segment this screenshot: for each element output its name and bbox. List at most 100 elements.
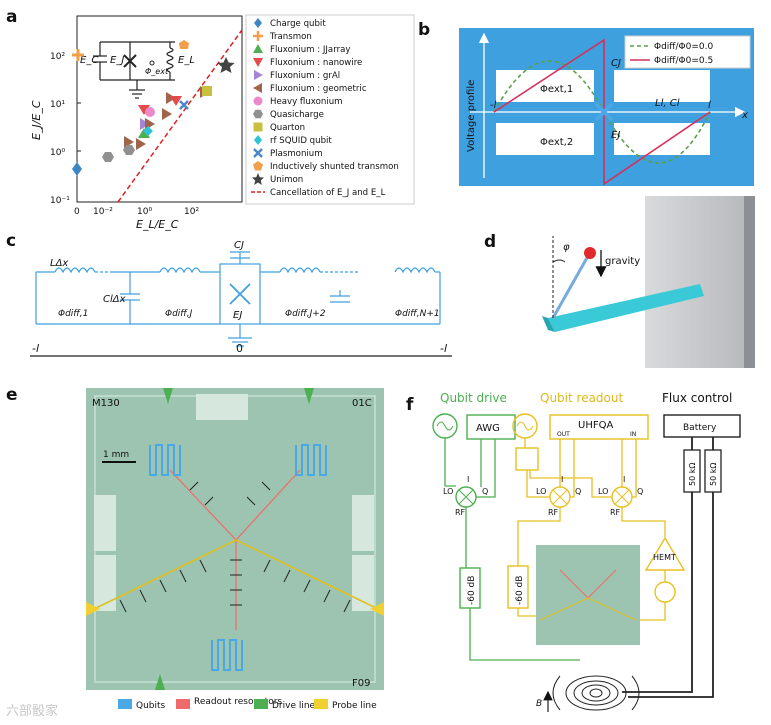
c-ldx: LΔx	[50, 258, 68, 269]
chip-pads	[94, 394, 374, 611]
flux-coil	[552, 675, 640, 711]
panel-f: f Qubit drive Qubit readout Flux control…	[406, 391, 741, 712]
c-ej: EJ	[233, 310, 242, 321]
legend-a-marker-0	[254, 18, 262, 28]
pendulum-rod	[551, 255, 590, 319]
f-in: IN	[630, 431, 636, 438]
c-cj: CJ	[234, 240, 244, 251]
inset-ej: E_J	[110, 55, 124, 66]
b-ylabel: Voltage profile	[466, 80, 477, 152]
readout-resonators	[169, 469, 301, 630]
circulator	[654, 581, 676, 603]
legend-a-frame	[245, 14, 415, 205]
b-xaxis: x	[741, 110, 748, 121]
beam-end	[542, 316, 555, 332]
ytick-1: 10⁰	[50, 148, 65, 158]
panel-b-label: b	[418, 20, 430, 40]
f-drive-rf: RF	[455, 508, 466, 517]
c-phij: Φdiff,J	[165, 309, 193, 319]
ytick-100: 10²	[50, 52, 65, 62]
b-cj: CJ	[611, 58, 621, 69]
splitter-box	[515, 447, 539, 471]
inset-flux-symbol	[149, 60, 155, 66]
qubit-2	[295, 444, 327, 476]
panel-a-label: a	[6, 7, 17, 27]
inset-circuit	[93, 41, 175, 99]
legend-e-label-drive: Drive lines	[272, 701, 320, 711]
point-unimon	[217, 57, 235, 73]
point-quarton	[202, 86, 212, 96]
panel-f-label: f	[406, 395, 414, 415]
point-fluxonium-geometric-4	[162, 108, 172, 120]
flux-wires	[622, 437, 714, 698]
plot-a-points	[72, 40, 235, 176]
f-res-2: 50 kΩ	[709, 463, 718, 486]
f-battery: Battery	[683, 423, 717, 433]
point-fluxonium-nanowire	[138, 105, 150, 115]
f-down-q: Q	[637, 487, 643, 496]
panel-b: b Voltage profile -l l x Φext,1 Φext,2 C…	[418, 20, 754, 186]
qubit-3	[211, 639, 243, 671]
y-axis-label: E_J/E_C	[30, 100, 43, 140]
plot-a-frame	[76, 15, 243, 203]
legend-a-marker-1	[253, 31, 263, 41]
b-xright: l	[708, 100, 711, 111]
legend-b-label-1: Φdiff/Φ0=0.5	[654, 56, 713, 66]
f-drive-i: I	[467, 475, 469, 484]
xtick-100: 10²	[184, 207, 199, 217]
legend-a-marker-11	[253, 161, 263, 171]
legend-a-marker-10	[253, 148, 263, 158]
cpw-left-bottom	[496, 123, 594, 155]
probe-line	[95, 539, 377, 609]
point-rf-squid	[143, 126, 153, 136]
b-phi1: Φext,1	[540, 84, 573, 95]
f-drive-q: Q	[482, 487, 488, 496]
f-out: OUT	[557, 431, 570, 438]
mixer-x-icon	[458, 489, 474, 505]
c-cdx: ClΔx	[103, 294, 126, 305]
point-fluxonium-geometric-3	[136, 138, 146, 150]
legend-a-label-3: Fluxonium : nanowire	[270, 58, 362, 68]
legend-a-marker-7	[253, 109, 263, 119]
f-down-rf: RF	[610, 508, 621, 517]
f-uhfqa: UHFQA	[578, 420, 613, 431]
f-readout-att: -60 dB	[515, 576, 525, 605]
legend-a-label-1: Transmon	[269, 32, 312, 42]
panel-c: c LΔx ClΔx CJ EJ Φdiff,	[6, 231, 452, 357]
chip-thumbnail-lines	[539, 569, 637, 621]
f-drive-att: -60 dB	[467, 576, 477, 605]
drive-lines	[155, 388, 314, 690]
drive-wire-down	[465, 507, 580, 661]
probe-ports	[86, 602, 384, 616]
e-corner-2: 01C	[352, 398, 372, 409]
f-drive-title: Qubit drive	[440, 391, 507, 405]
wall-edge	[744, 196, 755, 368]
legend-a-marker-2	[253, 44, 263, 53]
uhfqa-box	[549, 414, 649, 440]
watermark: 六部骰家	[6, 704, 59, 719]
f-awg: AWG	[476, 423, 500, 434]
xtick-1: 10⁰	[137, 207, 152, 217]
wall	[645, 196, 755, 368]
qubits	[149, 444, 327, 671]
legend-a-label-13: Cancellation of E_J and E_L	[270, 188, 386, 198]
legend-a-label-6: Heavy fluxonium	[270, 97, 343, 107]
panel-c-label: c	[6, 231, 16, 251]
f-down-lo: LO	[598, 487, 608, 496]
legend-e-swatch-qubits	[118, 699, 132, 709]
legend-a-label-0: Charge qubit	[270, 19, 326, 29]
beam-top	[548, 284, 704, 332]
cpw-right-bottom	[614, 123, 710, 155]
b-ej: EJ	[611, 130, 620, 141]
panel-d-label: d	[484, 232, 496, 252]
c-phi1: Φdiff,1	[58, 309, 88, 319]
legend-a-label-8: Quarton	[270, 123, 305, 133]
ytick-10: 10¹	[50, 100, 65, 110]
f-flux-title: Flux control	[662, 391, 732, 405]
legend-e-swatch-drive	[254, 699, 268, 709]
mixer-up-x-icon	[552, 489, 568, 505]
b-phi2: Φext,2	[540, 137, 573, 148]
legend-e-label-qubits: Qubits	[136, 701, 166, 711]
legend-a-label-4: Fluxonium : grAl	[270, 71, 340, 81]
